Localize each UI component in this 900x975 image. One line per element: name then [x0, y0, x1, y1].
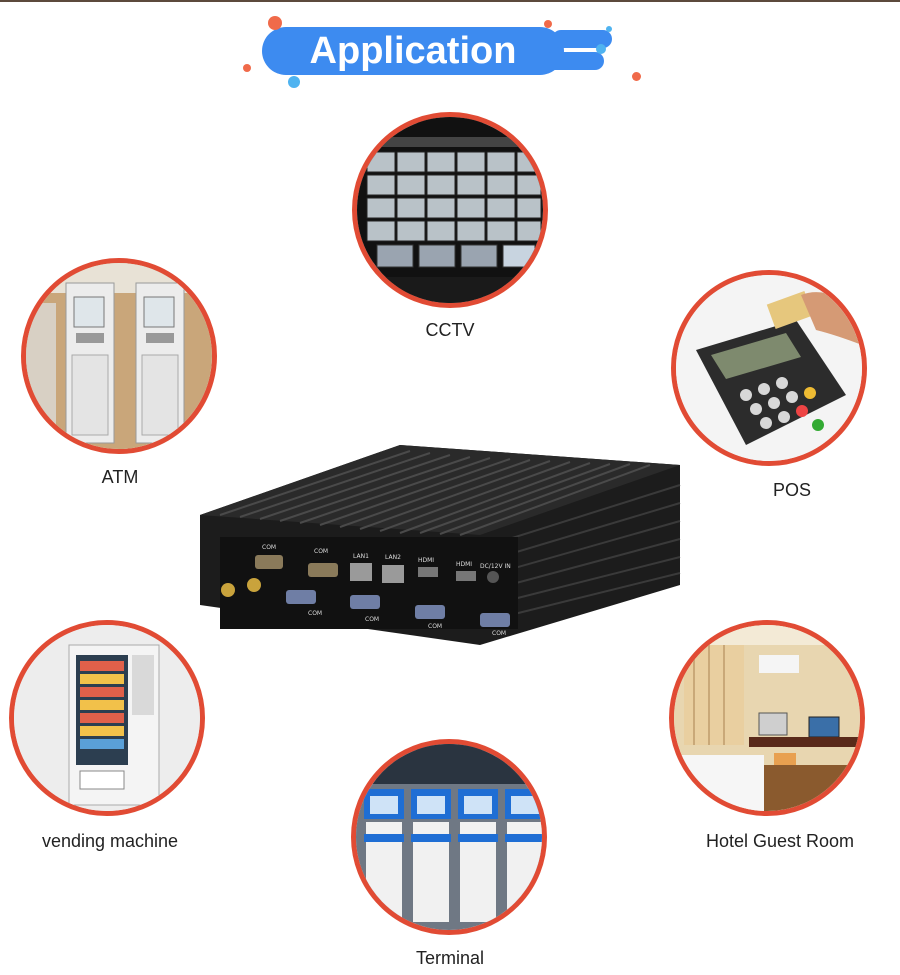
- terminal-image: [351, 739, 547, 935]
- page-title: Application: [309, 30, 517, 72]
- com-port-label: COM: [314, 548, 328, 555]
- decor-dot: [544, 20, 552, 28]
- lan2-label: LAN2: [385, 554, 401, 561]
- banner-pill: [262, 27, 564, 75]
- vending-machine-label: vending machine: [41, 831, 179, 851]
- decor-dot: [632, 72, 641, 81]
- atm-image: [21, 258, 217, 454]
- vending-machine-image: [9, 620, 205, 816]
- com-port-label: COM: [262, 544, 276, 551]
- banner-tail-bottom: [544, 52, 604, 70]
- com-port-label: COM: [492, 630, 506, 637]
- top-border-line: [0, 0, 900, 2]
- pos-label: POS: [772, 480, 811, 500]
- decor-dot: [596, 44, 606, 54]
- dc-in-label: DC/12V IN: [480, 563, 511, 570]
- terminal-label: Terminal: [415, 948, 485, 968]
- lan1-label: LAN1: [353, 553, 369, 560]
- banner-tail-top: [552, 30, 612, 48]
- hdmi-label: HDMI: [418, 557, 434, 564]
- hdmi-label: HDMI: [456, 561, 472, 568]
- com-port-label: COM: [308, 610, 322, 617]
- hotel-guest-room-label: Hotel Guest Room: [705, 831, 855, 851]
- hotel-guest-room-image: [669, 620, 865, 816]
- pos-image: [671, 270, 867, 466]
- cctv-label: CCTV: [425, 320, 475, 340]
- atm-label: ATM: [101, 467, 139, 487]
- decor-dot: [606, 26, 612, 32]
- application-banner: Application: [262, 22, 622, 80]
- cctv-image: [352, 112, 548, 308]
- com-port-label: COM: [428, 623, 442, 630]
- decor-dot: [268, 16, 282, 30]
- com-port-label: COM: [365, 616, 379, 623]
- mini-pc-image: COM COM LAN1 LAN2 HDMI HDMI DC/12V IN CO…: [200, 445, 681, 645]
- decor-dot: [243, 64, 251, 72]
- decor-dot: [288, 76, 300, 88]
